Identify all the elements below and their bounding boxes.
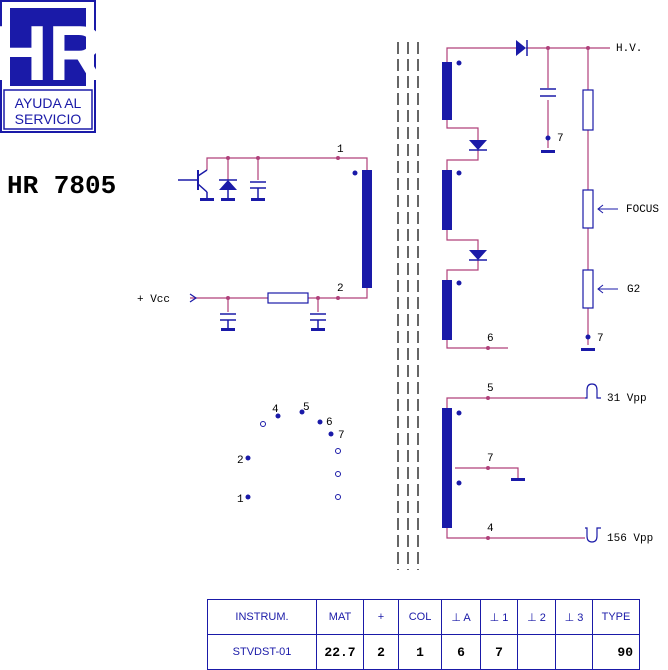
pinout-label-7: 7 <box>338 430 345 442</box>
pin-label-5: 5 <box>487 383 494 395</box>
primary-winding <box>362 170 372 288</box>
vcc-label: + Vcc <box>137 294 170 306</box>
col-instrum: INSTRUM. <box>207 599 317 635</box>
pinout-label-4: 4 <box>272 404 279 416</box>
pin-label-7-cap: 7 <box>557 133 564 145</box>
g2-label: G2 <box>627 284 640 296</box>
col-gnd-2: ⊥ 2 <box>517 599 556 635</box>
col-plus: + <box>363 599 399 635</box>
pin-label-7-divider: 7 <box>597 333 604 345</box>
logo: HR AYUDA AL SERVICIO <box>0 0 104 133</box>
hv-label: H.V. <box>616 43 642 55</box>
col-col: COL <box>398 599 442 635</box>
val-mat: 22.7 <box>316 634 364 670</box>
pulse-pos-label: 31 Vpp <box>607 393 647 405</box>
val-gnd-1: 7 <box>480 634 518 670</box>
val-instrum: STVDST-01 <box>207 634 317 670</box>
pinout: 4 5 6 7 2 1 <box>237 402 345 506</box>
pin-label-1: 1 <box>337 144 344 156</box>
val-gnd-a: 6 <box>441 634 481 670</box>
spec-table-value-row: STVDST-01 22.7 2 1 6 7 90 <box>207 634 640 670</box>
pulse-neg-label: 156 Vpp <box>607 533 653 545</box>
col-gnd-1: ⊥ 1 <box>480 599 518 635</box>
spec-table: INSTRUM. MAT + COL ⊥ A ⊥ 1 ⊥ 2 ⊥ 3 TYPE … <box>207 599 640 670</box>
pinout-label-2: 2 <box>237 455 244 467</box>
junctions <box>226 46 590 540</box>
components <box>178 40 618 543</box>
pin-label-2: 2 <box>337 283 344 295</box>
val-type: 90 <box>592 634 640 670</box>
val-plus: 2 <box>363 634 399 670</box>
pinout-label-6: 6 <box>326 417 333 429</box>
pin-label-7-aux: 7 <box>487 453 494 465</box>
logo-mark: HR <box>0 9 104 97</box>
val-gnd-3 <box>555 634 593 670</box>
val-gnd-2 <box>517 634 556 670</box>
col-type: TYPE <box>592 599 640 635</box>
model-title: HR 7805 <box>7 171 116 201</box>
spec-table-header-row: INSTRUM. MAT + COL ⊥ A ⊥ 1 ⊥ 2 ⊥ 3 TYPE <box>207 599 640 635</box>
transformer-core <box>397 42 419 570</box>
wiring <box>190 47 610 539</box>
logo-line-1: AYUDA AL <box>15 95 82 111</box>
pin-label-6: 6 <box>487 333 494 345</box>
col-mat: MAT <box>316 599 364 635</box>
focus-label: FOCUS <box>626 204 659 216</box>
pinout-label-1: 1 <box>237 494 244 506</box>
val-col: 1 <box>398 634 442 670</box>
logo-line-2: SERVICIO <box>15 111 82 127</box>
col-gnd-3: ⊥ 3 <box>555 599 593 635</box>
pinout-label-5: 5 <box>303 402 310 414</box>
pin-label-4: 4 <box>487 523 494 535</box>
col-gnd-a: ⊥ A <box>441 599 481 635</box>
